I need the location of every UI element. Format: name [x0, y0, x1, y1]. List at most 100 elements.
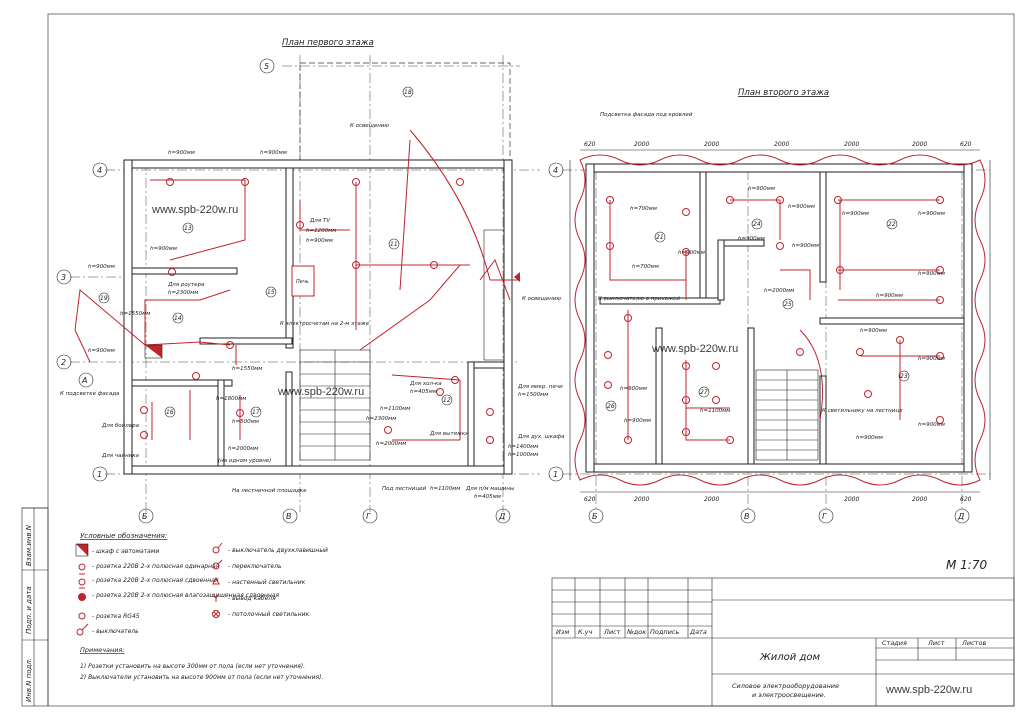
- sheet-frame: [47, 13, 1015, 707]
- svg-text:h=900мм: h=900мм: [918, 211, 945, 217]
- stamp-sheets: Листов: [961, 639, 986, 647]
- svg-text:620: 620: [960, 496, 972, 503]
- svg-text:К освещению: К освещению: [522, 296, 561, 302]
- svg-text:17: 17: [252, 409, 260, 416]
- svg-text:Б: Б: [592, 512, 598, 521]
- svg-text:К электросчетам на 2-м этаже: К электросчетам на 2-м этаже: [280, 321, 370, 327]
- svg-text:h=900мм: h=900мм: [678, 250, 705, 256]
- svg-text:1) Розетки установить на высот: 1) Розетки установить на высоте 300мм от…: [80, 663, 305, 670]
- svg-text:24: 24: [753, 221, 761, 228]
- second-floor-walls: [585, 163, 973, 473]
- svg-text:h=900мм: h=900мм: [748, 186, 775, 192]
- svg-text:К выключателю в прихожей: К выключателю в прихожей: [598, 296, 680, 302]
- svg-text:19: 19: [100, 295, 108, 302]
- watermark-1: www.spb-220w.ru: [151, 204, 238, 216]
- svg-text:h=900мм: h=900мм: [260, 150, 287, 156]
- svg-text:h=1000мм: h=1000мм: [508, 452, 538, 458]
- first-floor-notes: К освещению h=900мм h=900мм Для ТV h=120…: [60, 123, 565, 500]
- first-floor-room-numbers: 18 13 11 19 14 15 16 17 12: [98, 86, 453, 418]
- side-label-1: Взам.инв.N: [25, 524, 33, 566]
- svg-text:2000: 2000: [844, 496, 859, 503]
- svg-text:№док: №док: [626, 628, 646, 636]
- watermark-3: www.spb-220w.ru: [651, 343, 738, 355]
- svg-text:2000: 2000: [912, 141, 927, 148]
- svg-text:Дата: Дата: [689, 628, 707, 636]
- svg-text:2000: 2000: [844, 141, 859, 148]
- svg-text:Для бойлера: Для бойлера: [101, 423, 140, 429]
- svg-text:А: А: [81, 376, 87, 385]
- first-floor-axis-bubbles: 5 4 3 2 1 А Б В Г Д: [56, 58, 511, 524]
- svg-text:2000: 2000: [774, 141, 789, 148]
- first-floor-walls: [123, 159, 513, 475]
- legend-item-10: - вывод кабеля: [228, 595, 276, 602]
- svg-text:Для чайника: Для чайника: [101, 453, 140, 459]
- svg-text:h=900мм: h=900мм: [792, 243, 819, 249]
- legend-item-2: - розетка 220В 2-х полюсная одинарная: [92, 563, 220, 570]
- legend: Условные обозначения: - шкаф с автоматам…: [75, 532, 328, 636]
- svg-text:15: 15: [267, 289, 275, 296]
- legend-item-1: - шкаф с автоматами: [92, 548, 159, 555]
- svg-text:12: 12: [443, 397, 451, 404]
- svg-text:5: 5: [264, 62, 269, 71]
- legend-item-5: - розетка RG45: [92, 613, 140, 620]
- svg-text:К светильнику на лестнице: К светильнику на лестнице: [822, 408, 903, 414]
- svg-text:Подсветка фасада под кровлей: Подсветка фасада под кровлей: [600, 112, 693, 118]
- remarks: Примечания: 1) Розетки установить на выс…: [80, 646, 323, 681]
- svg-text:h=405мм: h=405мм: [474, 494, 501, 500]
- first-floor-fixtures: [140, 178, 494, 444]
- svg-text:Изм: Изм: [556, 628, 569, 636]
- svg-text:h=2300мм: h=2300мм: [366, 416, 396, 422]
- stamp-title: Жилой дом: [759, 652, 820, 663]
- svg-text:27: 27: [700, 389, 708, 396]
- svg-text:25: 25: [784, 301, 792, 308]
- svg-text:Б: Б: [142, 512, 148, 521]
- stamp-columns: Изм К.уч Лист №док Подпись Дата: [556, 628, 707, 636]
- svg-text:23: 23: [900, 373, 908, 380]
- svg-text:h=900мм: h=900мм: [876, 293, 903, 299]
- title-block: [551, 577, 1015, 707]
- svg-text:К освещению: К освещению: [350, 123, 389, 129]
- legend-item-7: - выключатель двухклавишный: [228, 547, 328, 554]
- svg-text:Г: Г: [366, 512, 371, 521]
- second-floor-axes: [562, 169, 990, 512]
- svg-text:В: В: [286, 512, 292, 521]
- stamp-stage: Стадия: [882, 639, 907, 647]
- svg-text:Лист: Лист: [603, 628, 621, 636]
- legend-title: Условные обозначения:: [80, 532, 167, 540]
- svg-text:2: 2: [61, 358, 66, 367]
- svg-text:h=1100мм: h=1100мм: [430, 486, 460, 492]
- svg-text:h=2000мм: h=2000мм: [376, 441, 406, 447]
- first-floor-wiring: [74, 129, 520, 441]
- svg-text:h=900мм: h=900мм: [306, 238, 333, 244]
- dims-bottom: 620 2000 2000 2000 2000 620: [584, 496, 972, 503]
- plan-first-title: План первого этажа: [282, 38, 374, 48]
- watermark-2: www.spb-220w.ru: [277, 386, 364, 398]
- svg-text:h=405мм: h=405мм: [410, 389, 437, 395]
- svg-text:16: 16: [166, 409, 174, 416]
- svg-text:14: 14: [174, 315, 182, 322]
- svg-text:h=1550мм: h=1550мм: [232, 366, 262, 372]
- svg-text:h=1200мм: h=1200мм: [306, 228, 336, 234]
- svg-text:13: 13: [184, 225, 192, 232]
- svg-text:h=900мм: h=900мм: [918, 356, 945, 362]
- svg-text:К подсветке фасада: К подсветке фасада: [60, 391, 120, 397]
- svg-text:h=900мм: h=900мм: [88, 348, 115, 354]
- svg-text:620: 620: [584, 141, 596, 148]
- legend-item-8: - переключатель: [228, 563, 282, 570]
- svg-text:11: 11: [390, 241, 398, 248]
- svg-text:Примечания:: Примечания:: [80, 646, 125, 654]
- second-floor-fixtures: [604, 196, 944, 444]
- side-label-3: Инв.N подл.: [25, 658, 33, 702]
- side-stamp: [21, 507, 49, 707]
- svg-text:Для п/м машины: Для п/м машины: [465, 486, 515, 492]
- svg-text:h=2300мм: h=2300мм: [168, 290, 198, 296]
- svg-text:Для ТV: Для ТV: [309, 218, 331, 224]
- svg-text:h=900мм: h=900мм: [860, 328, 887, 334]
- svg-text:Для микр. печи: Для микр. печи: [517, 384, 563, 390]
- svg-text:620: 620: [584, 496, 596, 503]
- svg-text:h=900мм: h=900мм: [88, 264, 115, 270]
- second-floor-wiring: [609, 199, 940, 441]
- svg-text:Д: Д: [957, 512, 964, 521]
- svg-text:26: 26: [607, 403, 615, 410]
